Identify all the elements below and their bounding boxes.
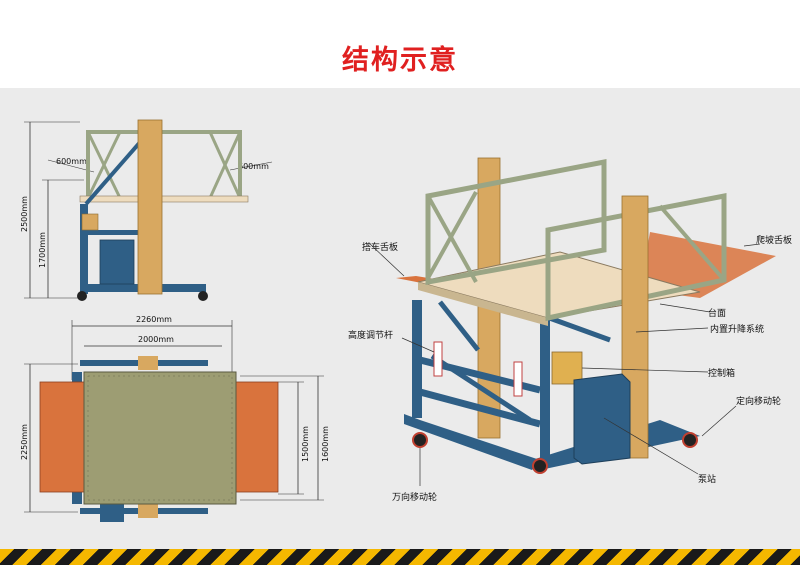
callout-ramp-tongue: 爬坡舌板 bbox=[756, 234, 792, 246]
dim-platform-height: 1700mm bbox=[38, 232, 47, 268]
callout-platform: 台面 bbox=[708, 307, 726, 319]
callout-lift-system: 内置升降系统 bbox=[710, 323, 764, 335]
dim-left-ramp: 600mm bbox=[56, 157, 87, 166]
side-view: 2500mm 1700mm 600mm 600mm bbox=[20, 119, 273, 301]
top-view: 2260mm 2000mm 2250mm 1500mm 1600mm bbox=[20, 315, 330, 522]
page-title: 结构示意 bbox=[342, 45, 458, 76]
dim-total-height: 2500mm bbox=[20, 196, 29, 232]
dim-frame-width: 1600mm bbox=[321, 426, 330, 462]
hazard-stripe bbox=[0, 549, 800, 565]
callout-height-rod: 高度调节杆 bbox=[348, 329, 393, 341]
callout-boarding-tongue: 搭车舌板 bbox=[362, 241, 398, 253]
callout-swivel-wheel: 万向移动轮 bbox=[392, 491, 437, 503]
dim-right-ramp: 600mm bbox=[238, 162, 269, 171]
dim-overall-length: 2260mm bbox=[136, 315, 172, 324]
perspective-view: 搭车舌板 爬坡舌板 台面 内置升降系统 高度调节杆 控制箱 定向移动轮 泵站 万… bbox=[348, 157, 792, 503]
dim-platform-width: 1500mm bbox=[301, 426, 310, 462]
callout-control-box: 控制箱 bbox=[708, 367, 735, 379]
callout-pump-station: 泵站 bbox=[698, 473, 716, 485]
dim-overall-width: 2250mm bbox=[20, 424, 29, 460]
callout-fixed-wheel: 定向移动轮 bbox=[736, 395, 781, 407]
dim-platform-length: 2000mm bbox=[138, 335, 174, 344]
